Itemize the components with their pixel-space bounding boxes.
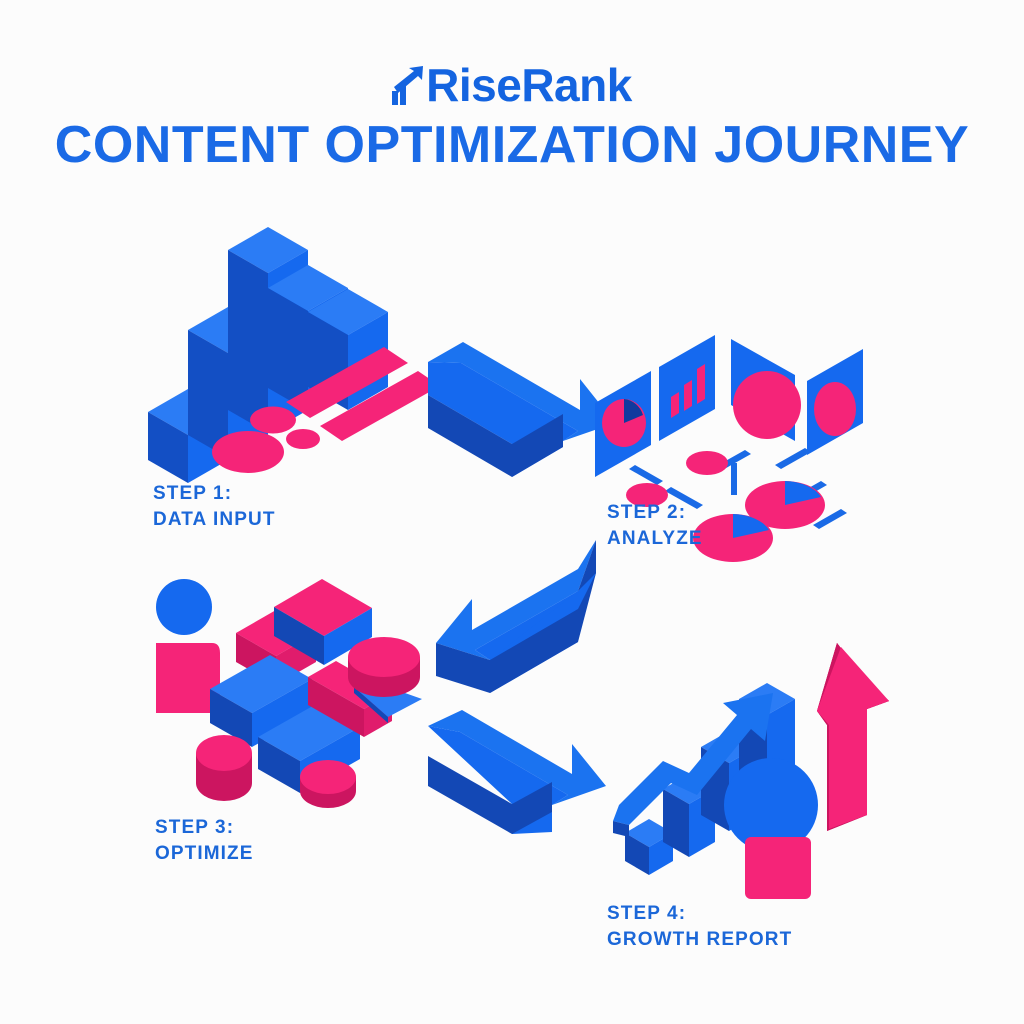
connector-arrow-2 xyxy=(420,535,610,693)
step-4-illustration xyxy=(605,625,895,905)
dashboard-panel-bars xyxy=(659,335,715,441)
step-4-label: STEP 4: GROWTH REPORT xyxy=(607,901,792,953)
dashboard-panel-circle xyxy=(731,339,801,441)
dashboard-panel-ellipse xyxy=(807,349,863,455)
step-1-illustration xyxy=(140,227,440,483)
step-1-name: DATA INPUT xyxy=(153,509,276,531)
pie-chart-floor-left xyxy=(693,514,773,562)
step-1-number: STEP 1: xyxy=(153,483,233,504)
trend-arrow-icon xyxy=(613,693,773,837)
step-3-label: STEP 3: OPTIMIZE xyxy=(155,815,254,867)
step-3-name: OPTIMIZE xyxy=(155,843,254,865)
pink-up-arrow-icon xyxy=(817,643,889,831)
pink-data-stripe-2 xyxy=(320,371,440,441)
iso-box-pink-blue xyxy=(274,579,372,665)
step-1-label: STEP 1: DATA INPUT xyxy=(153,481,276,533)
iso-cylinder-pink-2 xyxy=(196,735,252,801)
step-2-illustration xyxy=(585,335,905,565)
logo-text: RiseRank xyxy=(426,59,632,111)
iso-cylinder-pink-1 xyxy=(348,637,420,697)
step-3-illustration xyxy=(140,565,440,815)
dashboard-panel-pie xyxy=(595,371,651,477)
step-2-label: STEP 2: ANALYZE xyxy=(607,500,703,552)
pink-data-stripe-1 xyxy=(286,347,408,418)
pink-card xyxy=(745,837,811,899)
pink-dot-medium xyxy=(250,406,296,434)
arrow-down-right-icon xyxy=(428,342,615,477)
step-3-number: STEP 3: xyxy=(155,817,235,838)
bar-chart-rise-icon xyxy=(392,65,426,105)
pink-disc-small-2 xyxy=(626,483,668,507)
arrow-down-right-icon xyxy=(428,710,606,834)
step-2-number: STEP 2: xyxy=(607,502,687,523)
pink-circle-metric xyxy=(733,371,801,439)
iso-cylinder-pink-3 xyxy=(300,760,356,808)
connector-arrow-1 xyxy=(415,325,625,477)
page-title: CONTENT OPTIMIZATION JOURNEY xyxy=(54,116,970,174)
iso-box-blue-1 xyxy=(210,655,312,747)
bar-chart-panel xyxy=(671,364,705,418)
step-2-name: ANALYZE xyxy=(607,528,703,550)
pink-disc-small-1 xyxy=(686,451,728,475)
step-4-number: STEP 4: xyxy=(607,903,687,924)
data-point-circle xyxy=(724,758,818,852)
pie-chart-panel xyxy=(602,399,646,447)
step-4-name: GROWTH REPORT xyxy=(607,929,793,951)
connector-arrow-3 xyxy=(420,710,620,834)
pink-dot-large xyxy=(212,431,284,473)
arrow-down-left-icon xyxy=(436,540,596,693)
person-icon xyxy=(156,579,220,713)
pie-chart-floor-right xyxy=(745,481,825,529)
pink-dot-small xyxy=(286,429,320,449)
logo: RiseRank xyxy=(0,62,1024,108)
